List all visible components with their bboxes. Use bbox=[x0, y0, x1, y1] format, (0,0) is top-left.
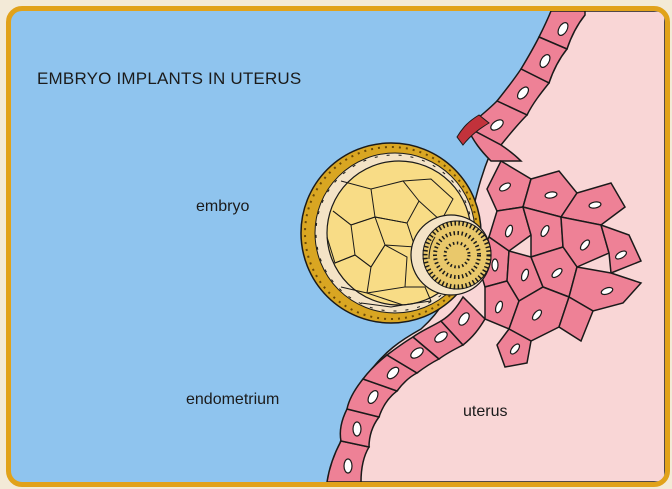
diagram-title: EMBRYO IMPLANTS IN UTERUS bbox=[37, 69, 301, 89]
embryo-label: embryo bbox=[196, 198, 249, 216]
uterus-label: uterus bbox=[463, 403, 507, 421]
endometrium-label: endometrium bbox=[186, 391, 279, 409]
diagram-frame: EMBRYO IMPLANTS IN UTERUS embryo endomet… bbox=[6, 6, 670, 487]
